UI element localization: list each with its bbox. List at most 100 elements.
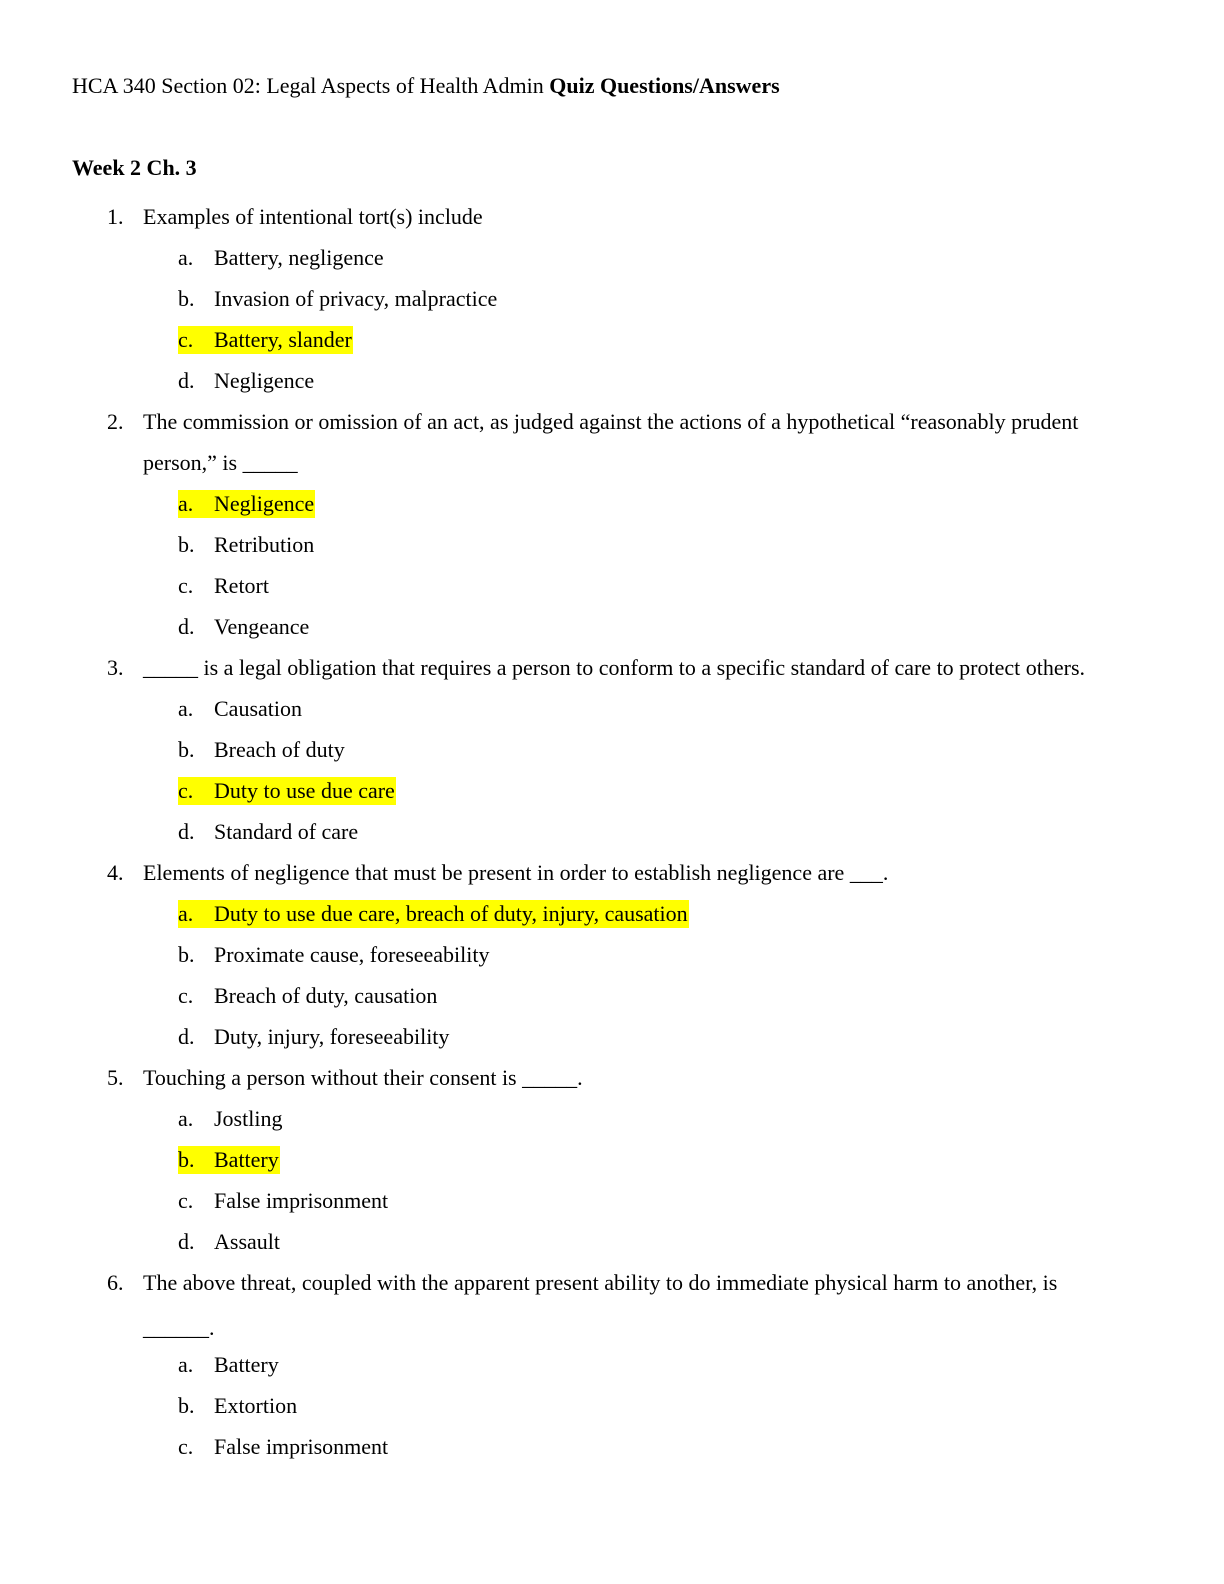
option-text: Causation [214, 696, 302, 721]
option-letter: c. [178, 573, 194, 598]
question-row: 4.Elements of negligence that must be pr… [0, 852, 1224, 893]
question-row: 2.The commission or omission of an act, … [0, 401, 1224, 483]
question-5: 5. Touching a person without their consen… [0, 1057, 1224, 1262]
question-text: The above threat, coupled with the appar… [143, 1262, 1133, 1344]
option-highlight-box: c. Breach of duty, causation [178, 982, 438, 1010]
option-text: False imprisonment [214, 1188, 389, 1213]
answer-option: c. False imprisonment [0, 1180, 1224, 1221]
answer-option: d. Vengeance [0, 606, 1224, 647]
document-title: HCA 340 Section 02: Legal Aspects of Hea… [72, 72, 780, 100]
option-letter: d. [178, 614, 195, 639]
answer-option: c. False imprisonment [0, 1426, 1224, 1467]
option-letter: a. [178, 491, 194, 516]
option-highlight-box: a. Battery, negligence [178, 244, 385, 272]
question-6: 6. The above threat, coupled with the app… [0, 1262, 1224, 1467]
option-text: False imprisonment [214, 1434, 389, 1459]
answer-option: a.Battery [0, 1344, 1224, 1385]
option-text: Duty to use due care, breach of duty, in… [214, 901, 688, 926]
option-text: Duty to use due care [214, 778, 395, 803]
option-letter: d. [178, 1024, 195, 1049]
option-text: Vengeance [214, 614, 310, 639]
option-highlight-box: d.Standard of care [178, 818, 359, 846]
question-text: Touching a person without their consent … [143, 1057, 1133, 1098]
option-highlight-box: b. Invasion of privacy, malpractice [178, 285, 498, 313]
answer-option-highlighted: c. Duty to use due care [0, 770, 1224, 811]
answer-option: b. Retribution [0, 524, 1224, 565]
option-letter: b. [178, 1147, 195, 1172]
option-text: Battery, slander [214, 327, 352, 352]
answer-option-highlighted: c.Battery, slander [0, 319, 1224, 360]
option-letter: b. [178, 737, 195, 762]
question-number: 5. [107, 1065, 124, 1090]
question-text-line: Examples of intentional tort(s) include [143, 204, 483, 229]
option-letter: c. [178, 983, 194, 1008]
question-text-line: Touching a person without their consent … [143, 1065, 583, 1090]
answer-option: a. Battery, negligence [0, 237, 1224, 278]
question-text: Examples of intentional tort(s) include [143, 196, 1133, 237]
option-text: Breach of duty, causation [214, 983, 438, 1008]
option-text: Invasion of privacy, malpractice [214, 286, 498, 311]
question-1: 1. Examples of intentional tort(s) includ… [0, 196, 1224, 401]
option-text: Jostling [214, 1106, 283, 1131]
answer-option: b. Breach of duty [0, 729, 1224, 770]
option-text: Negligence [214, 491, 315, 516]
section-heading: Week 2 Ch. 3 [72, 155, 197, 180]
question-row: 5. Touching a person without their consen… [0, 1057, 1224, 1098]
option-text: Assault [214, 1229, 280, 1254]
option-text: Retribution [214, 532, 315, 557]
option-letter: c. [178, 1188, 194, 1213]
option-highlight-box: b. Extortion [178, 1392, 298, 1420]
option-letter: b. [178, 532, 195, 557]
option-highlight-box: d.Assault [178, 1228, 281, 1256]
option-highlight-box: a.Battery [178, 1351, 280, 1379]
answer-option-highlighted: a.Duty to use due care, breach of duty, … [0, 893, 1224, 934]
option-highlight-box: b. Retribution [178, 531, 315, 559]
option-text: Duty, injury, foreseeability [214, 1024, 450, 1049]
answer-option: d.Negligence [0, 360, 1224, 401]
option-highlight-box: a. Negligence [178, 490, 316, 518]
option-highlight-box: c. Duty to use due care [178, 777, 396, 805]
option-text: Breach of duty [214, 737, 345, 762]
option-text: Battery, negligence [214, 245, 384, 270]
question-2: 2.The commission or omission of an act, … [0, 401, 1224, 647]
option-highlight-box: d. Duty, injury, foreseeability [178, 1023, 450, 1051]
option-text: Extortion [214, 1393, 298, 1418]
document-title-bold: Quiz Questions/Answers [549, 73, 780, 98]
question-list: 1. Examples of intentional tort(s) includ… [0, 196, 1224, 1467]
question-text-line: The above threat, coupled with the appar… [143, 1270, 1058, 1295]
option-letter: c. [178, 1434, 194, 1459]
answer-option: d.Assault [0, 1221, 1224, 1262]
option-highlight-box: a.Jostling [178, 1105, 283, 1133]
answer-option: a.Jostling [0, 1098, 1224, 1139]
answer-option-highlighted: b.Battery [0, 1139, 1224, 1180]
question-text-line: _____ is a legal obligation that require… [143, 655, 1086, 680]
question-number: 6. [107, 1270, 124, 1295]
document-title-normal: HCA 340 Section 02: Legal Aspects of Hea… [72, 73, 550, 98]
option-highlight-box: b.Proximate cause, foreseeability [178, 941, 491, 969]
question-text-line: Elements of negligence that must be pres… [143, 860, 889, 885]
option-letter: a. [178, 696, 194, 721]
option-letter: d. [178, 368, 195, 393]
question-4: 4.Elements of negligence that must be pr… [0, 852, 1224, 1057]
question-3: 3._____ is a legal obligation that requi… [0, 647, 1224, 852]
option-letter: c. [178, 778, 194, 803]
option-letter: b. [178, 1393, 195, 1418]
answer-option: b.Proximate cause, foreseeability [0, 934, 1224, 975]
question-number: 1. [107, 204, 124, 229]
question-row: 1. Examples of intentional tort(s) includ… [0, 196, 1224, 237]
option-letter: b. [178, 942, 195, 967]
answer-option: b. Extortion [0, 1385, 1224, 1426]
option-highlight-box: b.Battery [178, 1146, 280, 1174]
option-highlight-box: c. False imprisonment [178, 1433, 389, 1461]
answer-option: c. Retort [0, 565, 1224, 606]
question-row: 6. The above threat, coupled with the app… [0, 1262, 1224, 1344]
option-letter: b. [178, 286, 195, 311]
answer-option: b. Invasion of privacy, malpractice [0, 278, 1224, 319]
option-highlight-box: c. False imprisonment [178, 1187, 389, 1215]
option-highlight-box: a.Duty to use due care, breach of duty, … [178, 900, 689, 928]
option-highlight-box: d. Vengeance [178, 613, 310, 641]
option-letter: a. [178, 245, 194, 270]
question-row: 3._____ is a legal obligation that requi… [0, 647, 1224, 688]
option-text: Retort [214, 573, 269, 598]
